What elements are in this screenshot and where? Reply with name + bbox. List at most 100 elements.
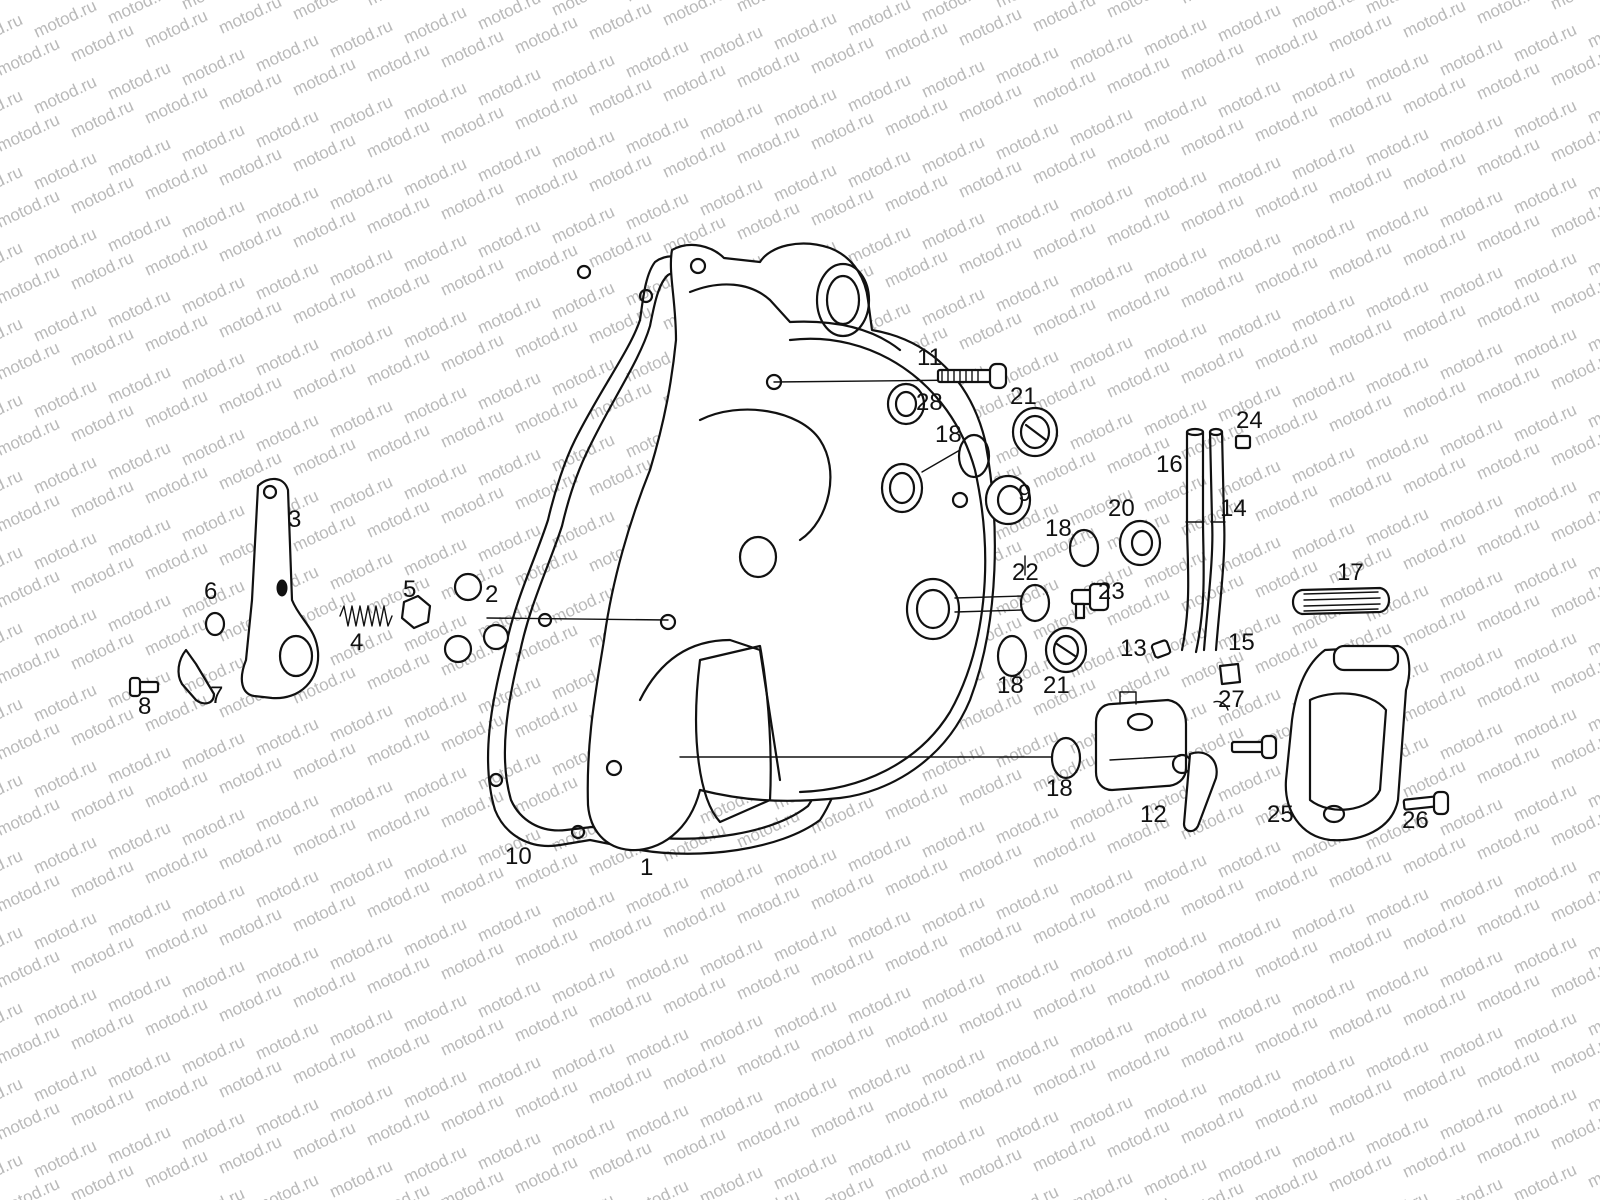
watermark-text: motod.ru <box>1511 172 1580 218</box>
watermark-text: motod.ru <box>401 306 470 352</box>
watermark-text: motod.ru <box>1104 888 1173 934</box>
label-part-5: 5 <box>403 576 416 603</box>
watermark-text: motod.ru <box>1548 272 1600 318</box>
watermark-text: motod.ru <box>31 604 100 650</box>
watermark-text: motod.ru <box>216 220 285 266</box>
watermark-text: motod.ru <box>1585 538 1600 584</box>
watermark-text: motod.ru <box>512 468 581 514</box>
watermark-text: motod.ru <box>1030 294 1099 340</box>
part-8-screw <box>128 676 160 698</box>
watermark-text: motod.ru <box>1178 0 1247 8</box>
watermark-text: motod.ru <box>1178 874 1247 920</box>
watermark-text: motod.ru <box>216 68 285 114</box>
watermark-text: motod.ru <box>1215 0 1284 46</box>
watermark-text: motod.ru <box>956 916 1025 962</box>
watermark-text: motod.ru <box>1104 128 1173 174</box>
part-22-washer <box>1019 583 1051 623</box>
cover-bolt-hole <box>605 759 623 777</box>
watermark-text: motod.ru <box>327 92 396 138</box>
watermark-text: motod.ru <box>1141 166 1210 212</box>
watermark-text: motod.ru <box>1030 66 1099 112</box>
cover-port-inner <box>888 471 916 505</box>
watermark-text: motod.ru <box>1067 1092 1136 1138</box>
watermark-text: motod.ru <box>993 802 1062 848</box>
watermark-text: motod.ru <box>1141 14 1210 60</box>
watermark-text: motod.ru <box>1400 680 1469 726</box>
part-11-bolt <box>936 362 1008 390</box>
watermark-text: motod.ru <box>1067 332 1136 378</box>
watermark-text: motod.ru <box>327 244 396 290</box>
watermark-text: motod.ru <box>364 724 433 770</box>
watermark-text: motod.ru <box>179 1184 248 1200</box>
watermark-text: motod.ru <box>697 174 766 220</box>
watermark-text: motod.ru <box>1400 832 1469 878</box>
watermark-text: motod.ru <box>1548 500 1600 546</box>
watermark-text: motod.ru <box>1252 100 1321 146</box>
watermark-text: motod.ru <box>401 914 470 960</box>
watermark-text: motod.ru <box>1215 152 1284 198</box>
watermark-text: motod.ru <box>364 420 433 466</box>
watermark-text: motod.ru <box>919 56 988 102</box>
watermark-text: motod.ru <box>1400 528 1469 574</box>
watermark-text: motod.ru <box>1585 614 1600 660</box>
watermark-text: motod.ru <box>1326 390 1395 436</box>
watermark-text: motod.ru <box>105 590 174 636</box>
watermark-text: motod.ru <box>327 1156 396 1200</box>
watermark-text: motod.ru <box>253 182 322 228</box>
part-17-filter <box>1291 586 1391 616</box>
watermark-text: motod.ru <box>1437 1022 1506 1068</box>
watermark-text: motod.ru <box>993 194 1062 240</box>
watermark-text: motod.ru <box>290 1042 359 1088</box>
watermark-text: motod.ru <box>253 942 322 988</box>
watermark-text: motod.ru <box>31 0 100 42</box>
watermark-text: motod.ru <box>1400 148 1469 194</box>
part-7-clip <box>177 648 216 705</box>
part-24-clip <box>1234 434 1252 450</box>
watermark-text: motod.ru <box>586 910 655 956</box>
watermark-text: motod.ru <box>68 628 137 674</box>
watermark-text: motod.ru <box>1400 984 1469 1030</box>
watermark-text: motod.ru <box>1030 1130 1099 1176</box>
watermark-text: motod.ru <box>1215 912 1284 958</box>
watermark-text: motod.ru <box>697 98 766 144</box>
watermark-text: motod.ru <box>1511 324 1580 370</box>
cover-bolt-hole <box>689 257 707 275</box>
watermark-text: motod.ru <box>253 106 322 152</box>
label-part-23: 23 <box>1098 578 1125 605</box>
watermark-text: motod.ru <box>179 120 248 166</box>
watermark-text: motod.ru <box>31 984 100 1030</box>
watermark-text: motod.ru <box>1326 86 1395 132</box>
watermark-text: motod.ru <box>1141 90 1210 136</box>
label-part-22: 22 <box>1012 559 1039 586</box>
part-28-oil-seal <box>886 382 926 426</box>
watermark-text: motod.ru <box>68 932 137 978</box>
watermark-text: motod.ru <box>0 946 62 992</box>
watermark-text: motod.ru <box>1067 1168 1136 1200</box>
watermark-text: motod.ru <box>1511 552 1580 598</box>
watermark-text: motod.ru <box>734 1034 803 1080</box>
watermark-text: motod.ru <box>734 122 803 168</box>
watermark-text: motod.ru <box>1289 62 1358 108</box>
watermark-text: motod.ru <box>475 900 544 946</box>
watermark-text: motod.ru <box>179 1108 248 1154</box>
part-27-screw <box>1213 700 1278 760</box>
watermark-text: motod.ru <box>956 80 1025 126</box>
watermark-text: motod.ru <box>290 0 359 24</box>
watermark-text: motod.ru <box>1363 1036 1432 1082</box>
watermark-text: motod.ru <box>808 868 877 914</box>
watermark-text: motod.ru <box>512 1076 581 1122</box>
watermark-text: motod.ru <box>1474 1122 1543 1168</box>
watermark-text: motod.ru <box>512 392 581 438</box>
label-part-18-d: 18 <box>1046 775 1073 802</box>
watermark-text: motod.ru <box>549 354 618 400</box>
watermark-text: motod.ru <box>1437 566 1506 612</box>
watermark-text: motod.ru <box>1437 34 1506 80</box>
watermark-text: motod.ru <box>956 764 1025 810</box>
watermark-text: motod.ru <box>290 130 359 176</box>
cover-bolt-hole <box>951 491 969 509</box>
watermark-text: motod.ru <box>1030 1054 1099 1100</box>
watermark-text: motod.ru <box>0 1022 62 1068</box>
part-23-fitting <box>1070 582 1110 620</box>
watermark-text: motod.ru <box>1067 940 1136 986</box>
watermark-text: motod.ru <box>882 246 951 292</box>
